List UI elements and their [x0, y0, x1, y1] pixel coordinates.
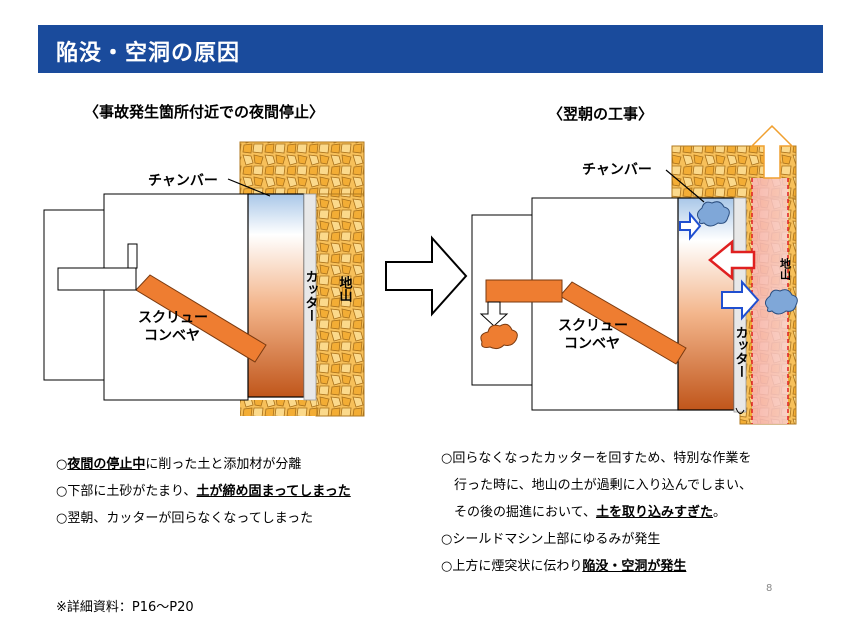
page-number: 8	[766, 583, 773, 594]
left-screw-hopper-h	[57, 267, 137, 291]
soil-drop-arrow-icon	[479, 301, 509, 327]
right-note-3-emph: 土を取り込みすぎた	[595, 505, 713, 520]
left-chamber-label: チャンバー	[148, 173, 218, 189]
left-ground-right	[315, 193, 365, 417]
right-cutter-gap-curve	[735, 407, 745, 414]
right-cutter-label: カッター	[733, 326, 749, 378]
left-cutter	[247, 193, 305, 398]
right-note-4: ○シールドマシン上部にゆるみが発生	[441, 532, 660, 548]
left-ground-top	[239, 141, 365, 195]
upward-arrow-icon	[750, 124, 794, 179]
right-diagram: チャンバー スクリュー コンベヤ カッター 地山	[471, 124, 798, 425]
loose-cloud-icon	[764, 289, 798, 315]
right-note-4-prefix: ○シールドマシン上部にゆるみが発生	[441, 532, 661, 547]
left-caption: 〈事故発生箇所付近での夜間停止〉	[84, 103, 325, 121]
right-note-5: ○上方に煙突状に伝わり陥没・空洞が発生	[441, 559, 686, 575]
right-note-1-prefix: ○回らなくなったカッターを回すため、特別な作業を	[441, 451, 752, 466]
inflow-arrow-lower-icon	[721, 279, 760, 321]
transition-arrow	[385, 235, 468, 317]
left-note-1-prefix: ○	[56, 457, 68, 472]
title-bar: 陥没・空洞の原因	[38, 25, 823, 73]
right-note-3-rest: 。	[712, 505, 726, 520]
soil-cloud-icon	[480, 323, 518, 350]
right-note-2-prefix: 行った時に、地山の土が過剰に入り込んでしまい、	[441, 478, 752, 493]
right-ground-label: 地山	[779, 257, 792, 281]
left-screw-hopper-v	[127, 243, 138, 269]
right-note-3: その後の掘進において、土を取り込みすぎた。	[441, 505, 726, 521]
left-ground-bottom	[240, 400, 316, 416]
footnote: ※詳細資料：P16～P20	[56, 600, 194, 615]
right-screw-hopper	[485, 279, 563, 303]
left-screw-label-2: コンベヤ	[144, 328, 200, 344]
right-screw-label-2: コンベヤ	[564, 336, 620, 352]
left-screw-conveyor	[135, 274, 267, 363]
left-note-3: ○翌朝、カッターが回らなくなってしまった	[56, 511, 313, 527]
right-note-3-prefix: その後の掘進において、	[441, 505, 596, 520]
page-title: 陥没・空洞の原因	[56, 41, 241, 66]
left-cutter-face	[303, 193, 317, 401]
chamber-cloud-icon	[696, 201, 730, 227]
inflow-arrow-upper-icon	[679, 211, 702, 241]
left-chamber-pointer	[227, 178, 271, 197]
left-diagram: チャンバー スクリュー コンベヤ カッター 地山	[43, 141, 365, 417]
left-note-1-rest: に削った土と添加材が分離	[145, 457, 302, 472]
left-note-3-prefix: ○翌朝、カッターが回らなくなってしまった	[56, 511, 314, 526]
left-ground-label: 地山	[337, 275, 353, 303]
right-screw-conveyor	[559, 281, 687, 365]
right-screw-label-1: スクリュー	[558, 318, 628, 334]
left-note-2-prefix: ○下部に土砂がたまり、	[56, 484, 197, 499]
left-screw-label-1: スクリュー	[138, 310, 208, 326]
left-machine-rear	[43, 209, 105, 381]
left-cutter-label: カッター	[303, 270, 319, 322]
right-note-2: 行った時に、地山の土が過剰に入り込んでしまい、	[441, 478, 752, 494]
right-chamber-label: チャンバー	[582, 162, 652, 178]
left-note-1: ○夜間の停止中に削った土と添加材が分離	[56, 457, 301, 473]
left-note-2: ○下部に土砂がたまり、土が締め固まってしまった	[56, 484, 351, 500]
left-note-1-emph: 夜間の停止中	[67, 457, 146, 472]
left-note-2-emph: 土が締め固まってしまった	[196, 484, 351, 499]
right-caption: 〈翌朝の工事〉	[548, 105, 654, 123]
right-note-5-prefix: ○上方に煙突状に伝わり	[441, 559, 583, 574]
right-note-1: ○回らなくなったカッターを回すため、特別な作業を	[441, 451, 751, 467]
right-note-5-emph: 陥没・空洞が発生	[582, 559, 687, 574]
right-chamber-pointer	[665, 169, 705, 203]
red-arrow-icon	[708, 239, 756, 281]
